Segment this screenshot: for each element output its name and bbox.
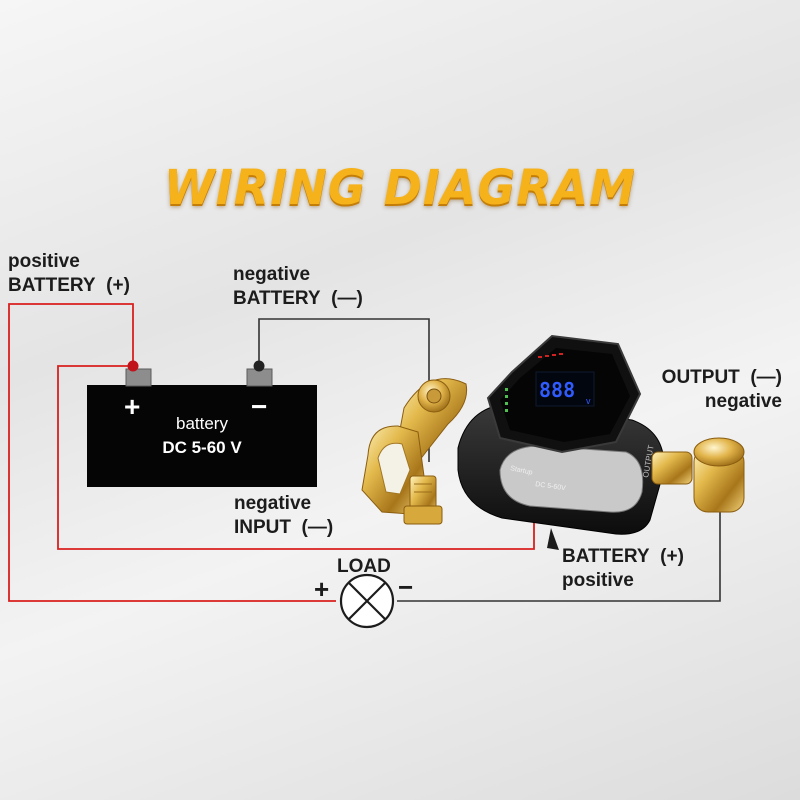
label-negative-battery: negative BATTERY (—) xyxy=(233,263,363,311)
label-output-negative-line1: OUTPUT (—) xyxy=(661,367,782,388)
load-plus-sign: + xyxy=(314,574,330,604)
label-positive-battery-line1: positive xyxy=(8,251,80,272)
battery-rating: DC 5-60 V xyxy=(162,438,242,457)
label-positive-battery: positive BATTERY (+) xyxy=(8,250,130,298)
label-load: LOAD xyxy=(337,556,391,577)
label-output-negative: OUTPUT (—) negative xyxy=(662,366,782,414)
voltage-display-value: 888 xyxy=(539,378,575,402)
voltage-display xyxy=(535,371,595,407)
brass-clamp-icon xyxy=(361,378,468,525)
wire-load-to-output xyxy=(397,500,721,602)
battery-negative-terminal xyxy=(246,368,273,387)
label-output-negative-line2: negative xyxy=(704,391,782,412)
label-battery-positive-line2: positive xyxy=(562,570,634,591)
positive-terminal-dot xyxy=(127,360,139,372)
label-battery-positive: BATTERY (+) positive xyxy=(562,545,684,593)
load-lamp-icon xyxy=(339,573,395,629)
label-negative-battery-line2: BATTERY (—) xyxy=(233,288,363,309)
label-positive-battery-line2: BATTERY (+) xyxy=(8,275,130,296)
wire-battery-positive-to-disconnect xyxy=(57,365,535,550)
label-negative-input-line2: INPUT (—) xyxy=(234,517,334,538)
label-battery-positive-line1: BATTERY (+) xyxy=(562,546,684,567)
battery-body xyxy=(87,385,317,487)
negative-terminal-dot xyxy=(253,360,265,372)
output-post-icon xyxy=(651,437,745,513)
wire-battery-positive-to-load xyxy=(8,303,336,602)
diagram-title: WIRING DIAGRAM xyxy=(163,158,637,216)
battery-minus-sign: − xyxy=(251,391,268,422)
label-negative-battery-line1: negative xyxy=(233,264,311,285)
housing-startup-text: Startup xyxy=(510,465,534,477)
load-minus-sign: − xyxy=(398,572,414,602)
battery-positive-terminal xyxy=(125,368,152,387)
battery-plus-sign: + xyxy=(124,391,141,422)
voltage-display-unit: v xyxy=(586,396,591,406)
label-negative-input: negative INPUT (—) xyxy=(234,492,333,540)
disconnect-switch-icon xyxy=(457,334,665,535)
positive-wires xyxy=(8,303,535,602)
battery-name: battery xyxy=(176,414,228,433)
housing-rating-text: DC 5-60V xyxy=(535,481,567,492)
label-negative-input-line1: negative xyxy=(234,493,312,514)
pointer-arrow-icon xyxy=(547,528,559,550)
